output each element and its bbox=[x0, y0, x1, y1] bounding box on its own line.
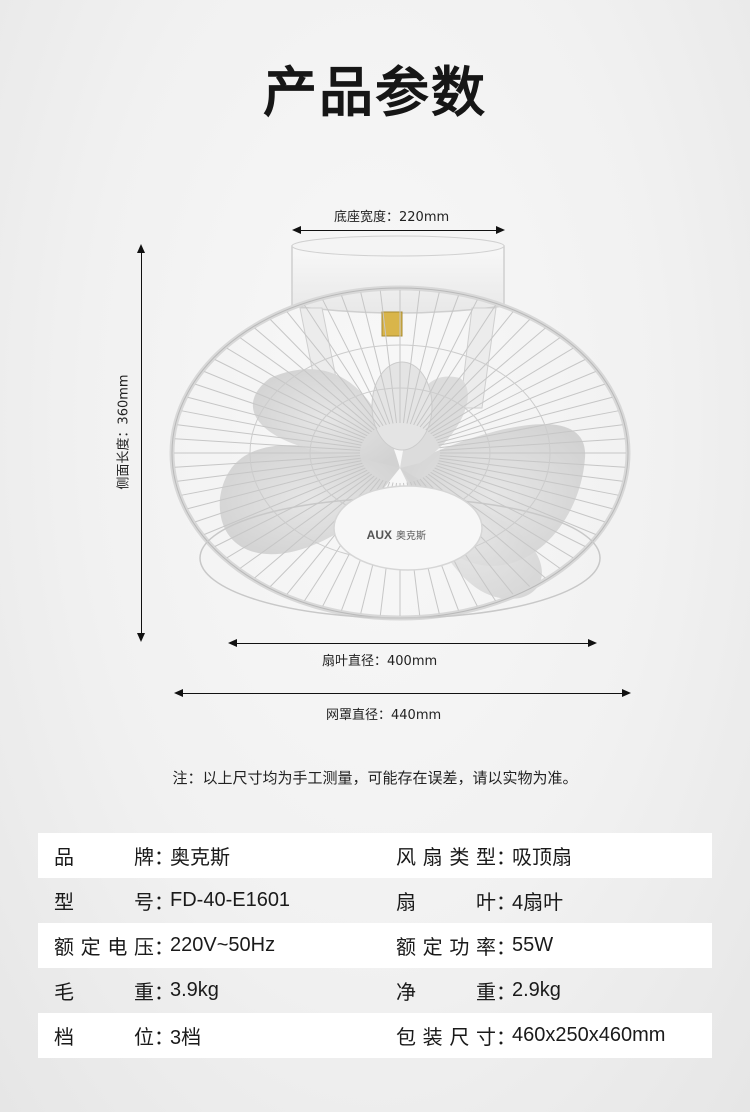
measurement-note: 注：以上尺寸均为手工测量，可能存在误差，请以实物为准。 bbox=[172, 769, 578, 787]
spec-value: 4扇叶 bbox=[512, 892, 564, 914]
spec-row: 型号：FD-40-E1601 扇叶：4扇叶 bbox=[38, 878, 712, 923]
spec-label: 净重 bbox=[396, 980, 496, 1004]
guard-diameter-label: 网罩直径：440mm bbox=[326, 708, 442, 723]
spec-row: 档位：3档 包装尺寸：460x250x460mm bbox=[38, 1013, 712, 1058]
spec-label: 品牌 bbox=[54, 845, 154, 869]
base-width-label: 底座宽度：220mm bbox=[334, 210, 450, 225]
spec-value: 3档 bbox=[170, 1027, 202, 1049]
spec-value: 奥克斯 bbox=[170, 847, 230, 869]
spec-table: 品牌：奥克斯 风扇类型：吸顶扇 型号：FD-40-E1601 扇叶：4扇叶 额定… bbox=[38, 833, 712, 1058]
spec-label: 包装尺寸 bbox=[396, 1025, 496, 1049]
spec-label: 风扇类型 bbox=[396, 845, 496, 869]
spec-row: 品牌：奥克斯 风扇类型：吸顶扇 bbox=[38, 833, 712, 878]
aux-logo: AUX bbox=[367, 528, 392, 542]
spec-value: 55W bbox=[512, 934, 554, 956]
side-length-label: 侧面长度：360mm bbox=[116, 374, 132, 490]
spec-label: 额定电压 bbox=[54, 935, 154, 959]
ceiling-fan-image: AUX 奥克斯 bbox=[169, 235, 631, 621]
spec-value: 220V~50Hz bbox=[170, 934, 276, 956]
spec-value: 吸顶扇 bbox=[512, 847, 572, 869]
spec-label: 扇叶 bbox=[396, 890, 496, 914]
page-title: 产品参数 bbox=[263, 61, 487, 124]
spec-label: 型号 bbox=[54, 890, 154, 914]
spec-value: FD-40-E1601 bbox=[170, 889, 291, 911]
spec-row: 毛重：3.9kg 净重：2.9kg bbox=[38, 968, 712, 1013]
brand-cn-logo: 奥克斯 bbox=[396, 529, 426, 542]
spec-label: 档位 bbox=[54, 1025, 154, 1049]
blade-diameter-label: 扇叶直径：400mm bbox=[322, 654, 438, 669]
spec-value: 3.9kg bbox=[170, 979, 219, 1001]
spec-label: 毛重 bbox=[54, 980, 154, 1004]
spec-value: 2.9kg bbox=[512, 979, 561, 1001]
spec-row: 额定电压：220V~50Hz 额定功率：55W bbox=[38, 923, 712, 968]
spec-label: 额定功率 bbox=[396, 935, 496, 959]
spec-value: 460x250x460mm bbox=[512, 1024, 666, 1046]
